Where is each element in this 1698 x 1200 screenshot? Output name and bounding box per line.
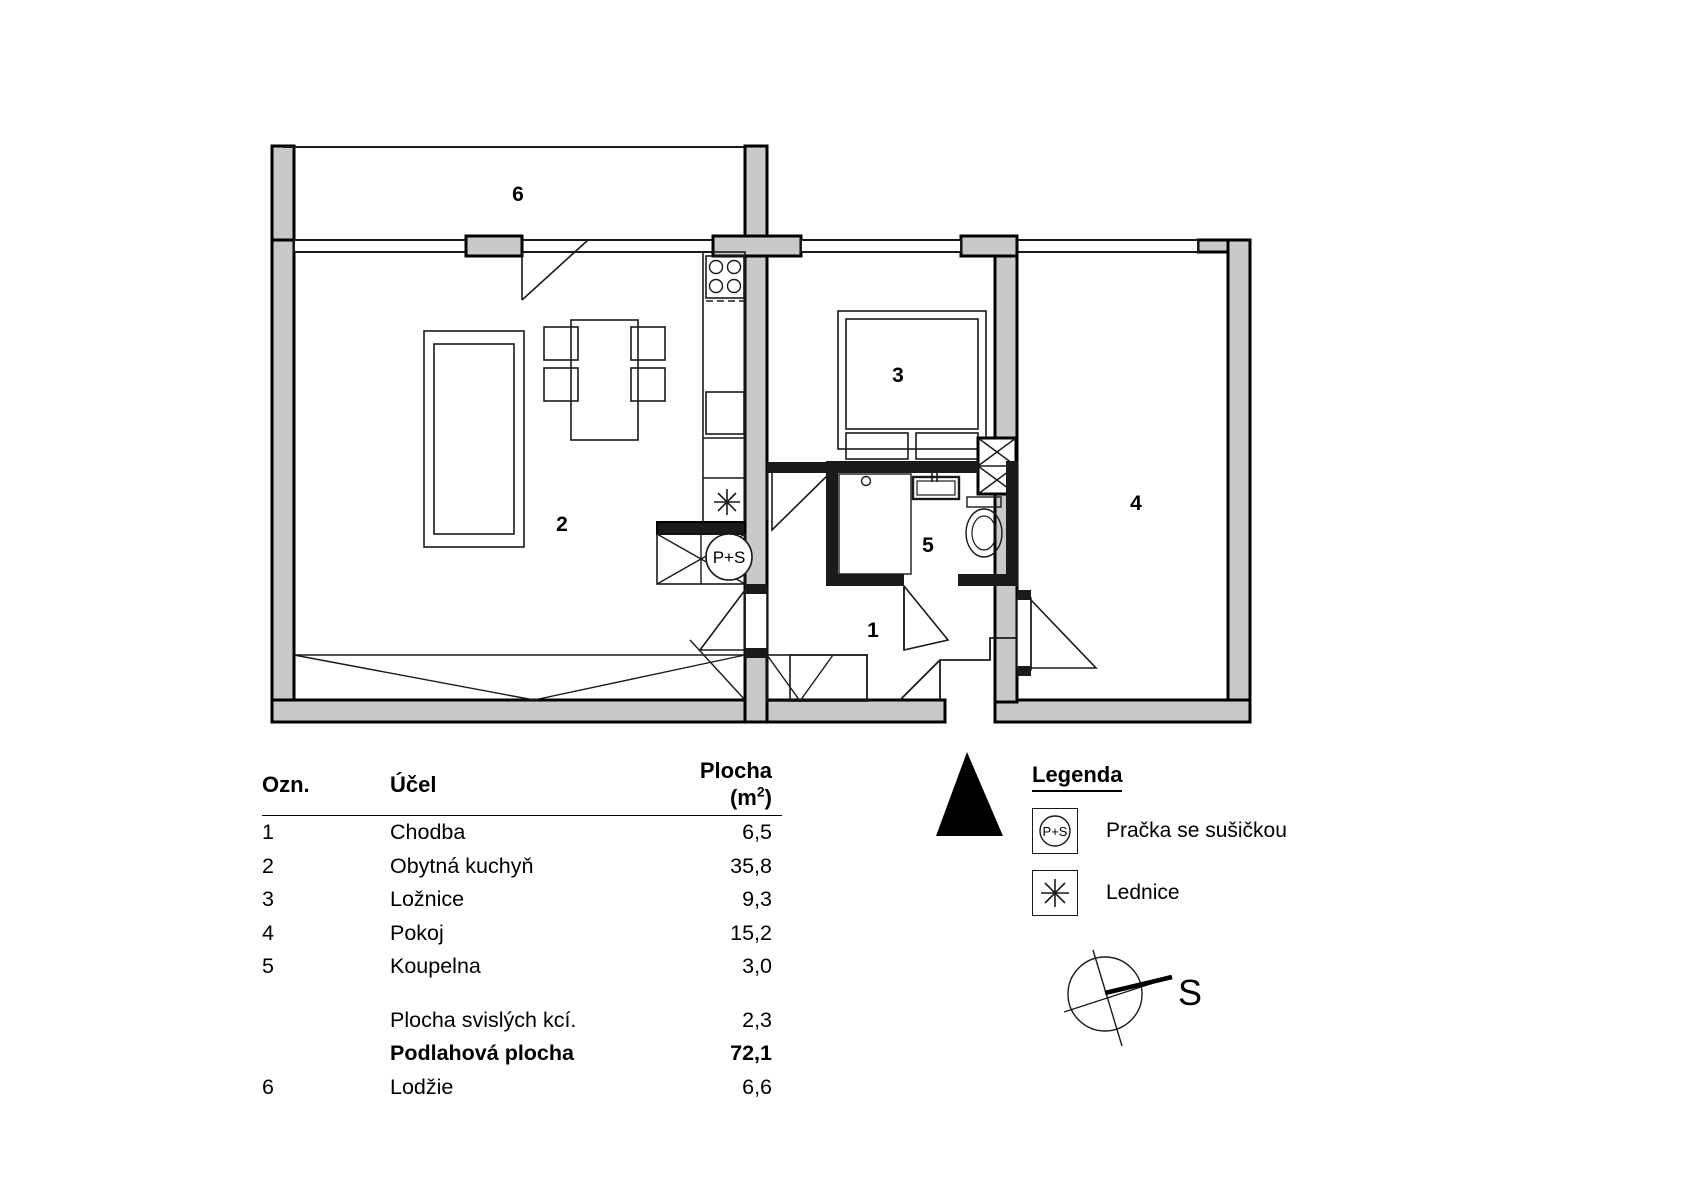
row-ozn: 6	[262, 1074, 274, 1099]
svg-text:P+S: P+S	[1043, 824, 1068, 839]
table-header-row: Ozn. Účel Plocha (m2)	[262, 758, 782, 816]
room4-door	[1016, 590, 1098, 676]
balcony-outline	[270, 144, 769, 249]
room-label-2: 2	[556, 513, 568, 536]
table-row: 5 Koupelna 3,0	[262, 950, 782, 984]
room-label-5: 5	[922, 534, 934, 557]
row-plocha: 72,1	[730, 1041, 772, 1066]
table-spacer-row	[262, 984, 782, 1004]
table-body: 1 Chodba 6,5 2 Obytná kuchyň 35,8 3 Ložn…	[262, 816, 782, 1105]
row-ucel: Ložnice	[390, 887, 465, 912]
room-number-labels: 6 2 3 4 5 1	[512, 183, 1142, 642]
row-plocha: 6,6	[742, 1074, 772, 1099]
table-row-total: Podlahová plocha 72,1	[262, 1037, 782, 1071]
room-label-6: 6	[512, 183, 524, 206]
row-ozn: 1	[262, 820, 274, 845]
legend-item-washer-dryer: P+S Pračka se sušičkou	[1032, 808, 1372, 854]
row-ozn: 2	[262, 853, 274, 878]
row-plocha: 6,5	[742, 820, 772, 845]
table-row: 6 Lodžie 6,6	[262, 1071, 782, 1105]
washer-dryer-icon: P+S	[1032, 808, 1078, 854]
row-ucel: Koupelna	[390, 954, 481, 979]
compass-south-label: S	[1178, 972, 1203, 1013]
row-plocha: 35,8	[730, 853, 772, 878]
bathroom-walls	[826, 461, 1018, 586]
row-ucel: Chodba	[390, 820, 466, 845]
row-ucel: Podlahová plocha	[390, 1041, 574, 1066]
row-ucel: Pokoj	[390, 920, 444, 945]
room-label-4: 4	[1130, 492, 1142, 515]
row-plocha: 15,2	[730, 920, 772, 945]
table-row: 2 Obytná kuchyň 35,8	[262, 850, 782, 884]
legend-label-fridge: Lednice	[1106, 881, 1180, 904]
room-label-3: 3	[892, 364, 904, 387]
table-row: 4 Pokoj 15,2	[262, 917, 782, 951]
legend-item-fridge: Lednice	[1032, 870, 1372, 916]
legend-block: Legenda P+S Pračka se sušičkou Lednice	[1032, 762, 1372, 916]
room-label-1: 1	[867, 619, 879, 642]
row-ozn	[262, 1004, 390, 1038]
row-ozn	[262, 1037, 390, 1071]
row-ozn: 3	[262, 887, 274, 912]
row-plocha: 2,3	[742, 1007, 772, 1032]
row-ucel: Plocha svislých kcí.	[390, 1007, 577, 1032]
area-schedule-table: Ozn. Účel Plocha (m2) 1 Chodba 6,5 2 Oby…	[262, 758, 782, 1104]
header-ucel: Účel	[390, 771, 437, 797]
row-ucel: Lodžie	[390, 1074, 454, 1099]
row-plocha: 9,3	[742, 887, 772, 912]
bathroom-fixtures	[838, 473, 1003, 652]
table-row: Plocha svislých kcí. 2,3	[262, 1004, 782, 1038]
legend-title: Legenda	[1032, 762, 1123, 792]
header-plocha: Plocha (m2)	[699, 758, 772, 811]
living-kitchen-furniture: P+S	[293, 239, 753, 701]
bedroom-furniture	[837, 310, 987, 460]
row-ozn: 5	[262, 954, 274, 979]
row-plocha: 3,0	[742, 954, 772, 979]
compass-rose-icon	[1063, 949, 1173, 1047]
table-row: 3 Ložnice 9,3	[262, 883, 782, 917]
fridge-asterisk-icon	[714, 489, 740, 515]
washer-dryer-symbol-text: P+S	[713, 548, 746, 567]
header-ozn: Ozn.	[262, 771, 310, 797]
north-arrow-icon	[936, 752, 1003, 836]
hallway-elements	[698, 462, 1017, 702]
fridge-asterisk-icon	[1032, 870, 1078, 916]
row-ucel: Obytná kuchyň	[390, 853, 534, 878]
table-row: 1 Chodba 6,5	[262, 816, 782, 850]
legend-label-washer-dryer: Pračka se sušičkou	[1106, 819, 1287, 842]
row-ozn: 4	[262, 920, 274, 945]
